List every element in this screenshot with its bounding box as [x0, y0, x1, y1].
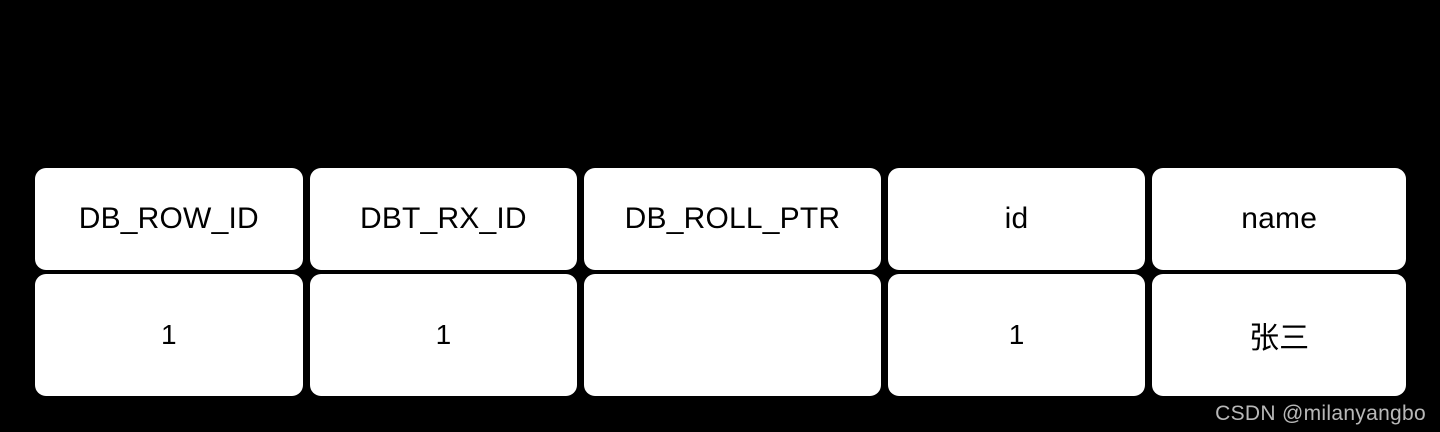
- cell-db-row-id: 1: [35, 274, 303, 396]
- column-header-dbt-rx-id: DBT_RX_ID: [309, 168, 578, 270]
- column-header-db-roll-ptr: DB_ROLL_PTR: [584, 168, 881, 270]
- table-row: 1 1 1 张三: [35, 274, 1406, 396]
- cell-dbt-rx-id: 1: [309, 274, 578, 396]
- table-header-row: DB_ROW_ID DBT_RX_ID DB_ROLL_PTR id name: [35, 168, 1406, 270]
- cell-id: 1: [887, 274, 1146, 396]
- record-table: DB_ROW_ID DBT_RX_ID DB_ROLL_PTR id name …: [35, 168, 1406, 396]
- cell-name: 张三: [1152, 274, 1406, 396]
- cell-db-roll-ptr: [584, 274, 881, 396]
- column-header-db-row-id: DB_ROW_ID: [35, 168, 303, 270]
- watermark: CSDN @milanyangbo: [1215, 402, 1426, 425]
- column-header-name: name: [1152, 168, 1406, 270]
- column-header-id: id: [887, 168, 1146, 270]
